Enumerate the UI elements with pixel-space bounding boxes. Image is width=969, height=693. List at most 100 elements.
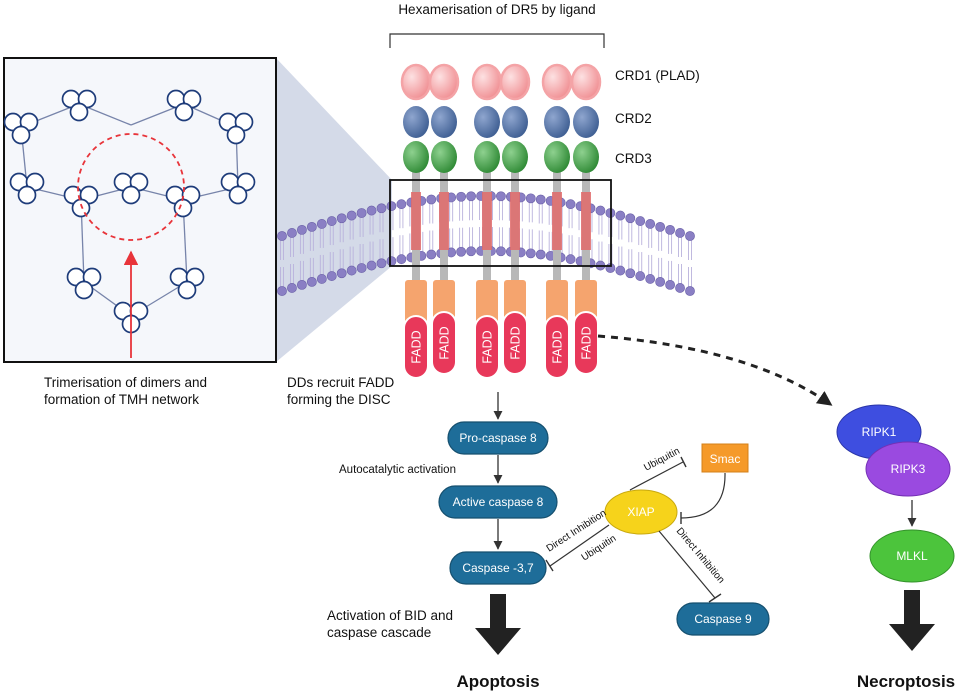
fadd-adaptor: FADD <box>403 315 429 379</box>
death-domain <box>476 280 498 324</box>
autocatalytic-label: Autocatalytic activation <box>339 464 456 476</box>
crd1-domain <box>471 63 503 101</box>
dr5-receptor-chain: FADD <box>570 63 602 375</box>
crd3-domain <box>403 141 429 173</box>
tmh-trimer <box>165 185 201 218</box>
ripk1-label: RIPK1 <box>862 425 897 439</box>
transmembrane-helix <box>482 192 492 250</box>
inset-caption-line1: Trimerisation of dimers and <box>44 375 207 390</box>
necroptosis-arrow <box>889 590 935 651</box>
crd1-label: CRD1 (PLAD) <box>615 68 700 83</box>
crd1-domain <box>499 63 531 101</box>
crd3-label: CRD3 <box>615 151 652 166</box>
fadd-adaptor: FADD <box>544 315 570 379</box>
crd3-domain <box>573 141 599 173</box>
mlkl-node: MLKL <box>869 529 955 583</box>
crd1-domain <box>541 63 573 101</box>
apoptosis-outcome: Apoptosis <box>456 672 539 691</box>
ubiquitin-label-top: Ubiquitin <box>642 446 682 474</box>
bid-caption-line2: caspase cascade <box>327 625 431 640</box>
tmh-trimer <box>166 89 202 122</box>
bid-caption-line1: Activation of BID and <box>327 608 453 623</box>
smac-xiap-inhibition <box>680 472 726 524</box>
death-domain <box>546 280 568 324</box>
fadd-label: FADD <box>438 326 452 359</box>
dr5-receptor-chain: FADD <box>428 63 460 375</box>
fadd-adaptor: FADD <box>431 311 457 375</box>
fadd-label: FADD <box>410 330 424 363</box>
smac-label: Smac <box>710 452 741 466</box>
death-domain <box>405 280 427 324</box>
crd3-domain <box>474 141 500 173</box>
dr5-receptor-chain: FADD <box>541 63 573 379</box>
crd2-domain <box>502 106 528 138</box>
necroptosis-dashed-arrow <box>597 334 833 406</box>
crd2-label: CRD2 <box>615 111 652 126</box>
crd1-domain <box>428 63 460 101</box>
tmh-trimer <box>9 172 45 205</box>
crd3-domain <box>544 141 570 173</box>
tmh-trimer <box>3 112 39 145</box>
smac-node: Smac <box>701 443 749 473</box>
active-caspase8-label: Active caspase 8 <box>453 495 544 509</box>
dr5-receptor-chain: FADD <box>499 63 531 375</box>
direct-inhibition-label-right: Direct Inhibition <box>674 526 727 586</box>
apoptosis-arrow <box>475 594 521 655</box>
hexamer-bracket <box>389 33 605 48</box>
transmembrane-helix <box>552 192 562 250</box>
highlight-circle <box>77 133 185 241</box>
dr5-receptors: FADD FADD FADD FADD FADD FADD <box>400 63 602 379</box>
transmembrane-helix <box>510 192 520 250</box>
fadd-label: FADD <box>481 330 495 363</box>
crd1-domain <box>400 63 432 101</box>
fadd-adaptor: FADD <box>573 311 599 375</box>
header-title: Hexamerisation of DR5 by ligand <box>398 2 595 17</box>
xiap-smac-inhibition <box>629 456 687 491</box>
crd2-domain <box>403 106 429 138</box>
fadd-adaptor: FADD <box>474 315 500 379</box>
fadd-label: FADD <box>509 326 523 359</box>
transmembrane-helix <box>439 192 449 250</box>
tmh-trimer <box>218 112 254 145</box>
tmh-trimer <box>61 89 97 122</box>
ripk3-label: RIPK3 <box>891 462 926 476</box>
mlkl-label: MLKL <box>896 549 928 563</box>
ripk3-node: RIPK3 <box>865 441 951 497</box>
fadd-label: FADD <box>551 330 565 363</box>
dr5-receptor-chain: FADD <box>400 63 432 379</box>
active-caspase8-node: Active caspase 8 <box>438 485 558 519</box>
procaspase8-label: Pro-caspase 8 <box>459 431 537 445</box>
dr5-receptor-chain: FADD <box>471 63 503 379</box>
transmembrane-helix <box>411 192 421 250</box>
procaspase8-node: Pro-caspase 8 <box>447 421 549 455</box>
disc-caption-line1: DDs recruit FADD <box>287 375 395 390</box>
ubiquitin-label-bottom: Ubiquitin <box>580 533 619 563</box>
xiap-caspase37-inhibition <box>545 524 610 572</box>
caspase37-node: Caspase -3,7 <box>449 551 547 585</box>
inset-caption-line2: formation of TMH network <box>44 392 199 407</box>
transmembrane-helix <box>581 192 591 250</box>
crd2-domain <box>573 106 599 138</box>
caspase37-label: Caspase -3,7 <box>462 561 534 575</box>
caspase9-label: Caspase 9 <box>694 612 752 626</box>
tmh-trimer <box>113 172 149 205</box>
crd2-domain <box>544 106 570 138</box>
crd3-domain <box>502 141 528 173</box>
crd1-domain <box>570 63 602 101</box>
disc-caption-line2: forming the DISC <box>287 392 391 407</box>
fadd-adaptor: FADD <box>502 311 528 375</box>
tmh-trimer <box>220 172 256 205</box>
fadd-label: FADD <box>580 326 594 359</box>
necroptosis-outcome: Necroptosis <box>857 672 955 691</box>
membrane-zoom-box <box>389 179 612 267</box>
crd2-domain <box>474 106 500 138</box>
crd3-domain <box>431 141 457 173</box>
xiap-caspase9-inhibition <box>658 530 722 603</box>
xiap-node: XIAP <box>604 489 678 535</box>
tmh-trimer <box>66 267 102 300</box>
caspase9-node: Caspase 9 <box>676 602 770 636</box>
crd2-domain <box>431 106 457 138</box>
xiap-label: XIAP <box>627 505 654 519</box>
tmh-trimer <box>169 267 205 300</box>
